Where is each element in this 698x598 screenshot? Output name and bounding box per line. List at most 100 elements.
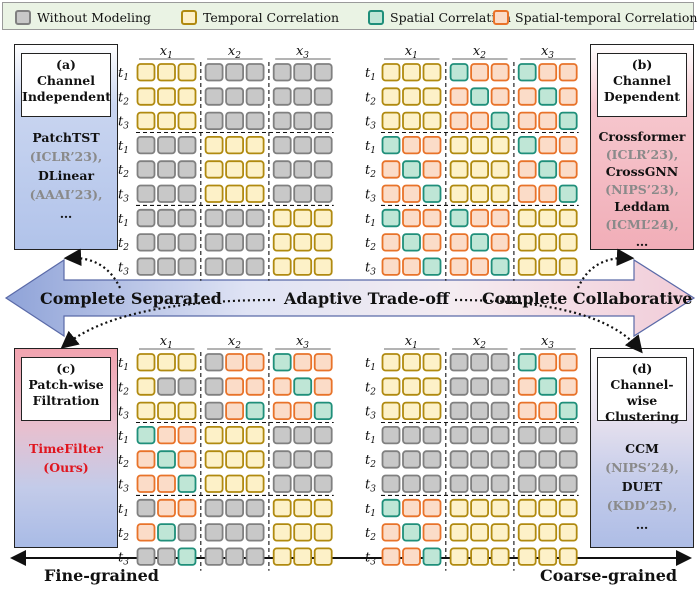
method-name: DLinear [37, 168, 95, 183]
cell-G [204, 401, 224, 421]
legend: Without Modeling Temporal Correlation Sp… [2, 2, 697, 30]
cell-G [402, 474, 421, 493]
method-venue: (ICLR’23), [605, 146, 679, 162]
cell-Y [470, 184, 490, 203]
panel-title-line1: Patch-wise [28, 377, 104, 392]
cell-Y [293, 498, 313, 518]
cell-O [136, 523, 156, 542]
cell-Y [245, 160, 265, 179]
cell-G [558, 425, 578, 445]
cell-Y [558, 208, 578, 228]
cell-Y [272, 547, 292, 566]
legend-item-spatial-temporal: Spatial-temporal Correlation [493, 8, 697, 26]
cell-O [490, 208, 510, 228]
cell-G [313, 474, 333, 493]
cell-O [402, 257, 421, 276]
cell-O [538, 401, 558, 421]
cell-Y [402, 111, 421, 130]
cell-Y [538, 498, 558, 518]
variable-label: x2 [228, 334, 241, 351]
cell-G [272, 87, 292, 106]
cell-G [157, 233, 176, 252]
cell-T [470, 233, 490, 252]
cell-Y [272, 233, 292, 252]
cell-Y [293, 523, 313, 542]
label-complete-separated: Complete Separated [40, 289, 222, 308]
method-venue: (NIPS’24), [605, 460, 679, 475]
cell-Y [225, 450, 245, 469]
cell-O [402, 184, 421, 203]
cell-O [225, 377, 245, 396]
cell-O [177, 450, 197, 469]
dotted-arrow-to-a [63, 248, 121, 289]
cell-Y [558, 257, 578, 276]
cell-Y [225, 474, 245, 493]
cell-G [470, 377, 490, 396]
cell-G [313, 184, 333, 203]
cell-Y [136, 377, 156, 396]
cell-O [402, 135, 421, 155]
cell-G [272, 160, 292, 179]
cell-G [293, 425, 313, 445]
cell-O [517, 184, 537, 203]
variable-label: x3 [296, 334, 309, 351]
cell-G [225, 208, 245, 228]
cell-G [245, 87, 265, 106]
cell-G [245, 233, 265, 252]
cell-Y [422, 377, 442, 396]
cell-Y [449, 523, 469, 542]
cell-G [490, 450, 510, 469]
cell-T [381, 208, 401, 228]
cell-G [204, 208, 224, 228]
cell-G [470, 425, 490, 445]
cell-Y [177, 63, 197, 82]
cell-Y [470, 160, 490, 179]
cell-Y [490, 523, 510, 542]
time-step-label: t1 [118, 429, 129, 446]
cell-Y [225, 160, 245, 179]
cell-G [177, 233, 197, 252]
label-fine-grained: Fine-grained [44, 566, 159, 585]
cell-O [470, 63, 490, 82]
panel-channel-independent: (a) Channel Independent PatchTST (ICLR’2… [14, 44, 118, 250]
cell-O [245, 377, 265, 396]
cell-O [381, 184, 401, 203]
cell-Y [313, 233, 333, 252]
cell-G [245, 208, 265, 228]
method-name: CCM [625, 441, 659, 456]
method-name-ours: TimeFilter [29, 441, 103, 456]
cell-G [204, 111, 224, 130]
time-step-label: t1 [365, 356, 376, 373]
time-step-label: t2 [365, 163, 376, 180]
cell-G [245, 111, 265, 130]
cell-T [449, 63, 469, 82]
panel-title-line1: Channel-wise [610, 377, 674, 408]
variable-label: x1 [160, 44, 173, 61]
method-name: Leddam [614, 199, 670, 214]
cell-O [517, 401, 537, 421]
legend-swatch-teal [368, 9, 384, 25]
panel-title-line2: Dependent [603, 89, 681, 104]
cell-O [381, 547, 401, 566]
cell-T [313, 401, 333, 421]
cell-O [449, 111, 469, 130]
cell-G [136, 184, 156, 203]
cell-T [558, 184, 578, 203]
cell-Y [449, 160, 469, 179]
cell-G [402, 450, 421, 469]
cell-Y [490, 184, 510, 203]
cell-G [245, 523, 265, 542]
double-arrow-band [4, 258, 696, 338]
method-ellipsis: … [635, 234, 649, 249]
cell-Y [245, 184, 265, 203]
cell-Y [204, 160, 224, 179]
cell-Y [136, 353, 156, 372]
cell-T [538, 160, 558, 179]
cell-G [204, 87, 224, 106]
cell-T [402, 160, 421, 179]
cell-G [449, 353, 469, 372]
cell-O [381, 233, 401, 252]
cell-G [470, 353, 490, 372]
